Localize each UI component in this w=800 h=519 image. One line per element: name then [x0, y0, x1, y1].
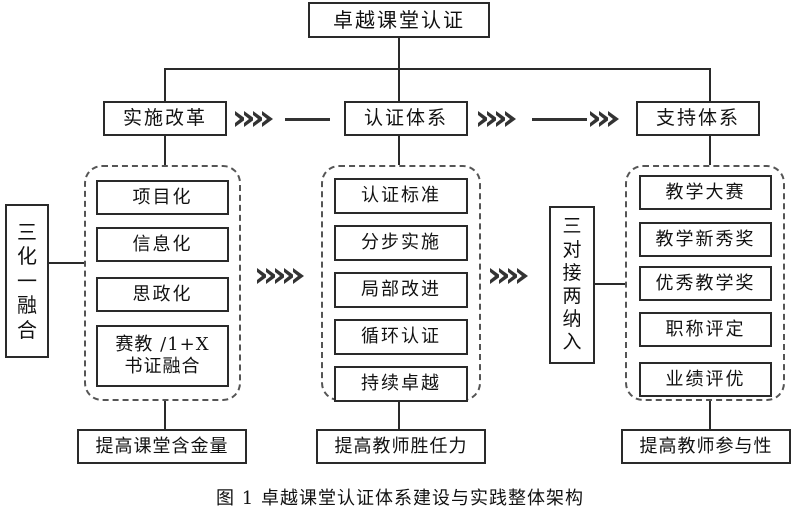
right-item: 职称评定: [639, 312, 772, 347]
connector-left-group-bottom: [164, 400, 166, 430]
right-item: 教学大赛: [639, 175, 772, 210]
pillar-left: 实施改革: [103, 101, 227, 136]
connector-right-pillar-group: [709, 135, 711, 165]
left-item: 项目化: [96, 180, 229, 215]
group-left: [84, 165, 241, 401]
left-item-line: 赛教 /1+X: [115, 334, 210, 356]
connector-right-drop: [709, 68, 711, 102]
side-middle-char: 入: [562, 331, 582, 354]
dash-line-pillars-2: [532, 118, 587, 121]
middle-item: 局部改进: [334, 272, 468, 308]
chevron-arrow-groups-2: [490, 268, 528, 284]
figure-caption: 图 1 卓越课堂认证体系建设与实践整体架构: [216, 488, 584, 509]
side-middle-char: 纳: [562, 308, 582, 331]
chevron-arrow-pillars-3: [590, 111, 619, 127]
side-left-char: 融: [17, 293, 37, 318]
connector-left-drop: [164, 68, 166, 102]
side-left-char: 化: [17, 244, 37, 269]
group-right: [625, 165, 785, 401]
side-middle-char: 两: [562, 285, 582, 307]
side-middle-char: 接: [562, 261, 582, 284]
middle-item: 持续卓越: [334, 366, 468, 402]
left-item: 思政化: [96, 277, 229, 312]
middle-item: 分步实施: [334, 225, 468, 261]
middle-item: 循环认证: [334, 319, 468, 355]
chevron-arrow-pillars-1: [235, 111, 273, 127]
side-left-char: 三: [17, 220, 37, 245]
chevron-arrow-groups-1: [257, 268, 304, 284]
left-item-multiline: 赛教 /1+X 书证融合: [96, 325, 229, 387]
top-node: 卓越课堂认证: [308, 2, 490, 38]
connector-right-group-bottom: [709, 400, 711, 430]
side-label-middle: 三 对 接 两 纳 入: [549, 206, 595, 364]
dash-line-pillars-1: [285, 118, 330, 121]
middle-item: 认证标准: [334, 178, 468, 214]
right-item: 优秀教学奖: [639, 266, 772, 301]
side-left-char: 一: [17, 268, 37, 293]
left-item-line: 书证融合: [124, 356, 201, 377]
side-label-left: 三 化 一 融 合: [5, 204, 49, 358]
connector-middle-drop: [398, 68, 400, 102]
right-item: 业绩评优: [639, 362, 772, 397]
connector-side-left: [49, 262, 84, 264]
bottom-middle: 提高教师胜任力: [316, 429, 486, 464]
right-item: 教学新秀奖: [639, 222, 772, 257]
bottom-right: 提高教师参与性: [621, 429, 791, 464]
connector-top-vertical: [398, 37, 400, 69]
bottom-left: 提高课堂含金量: [77, 429, 247, 464]
connector-side-middle: [595, 283, 625, 285]
connector-top-horizontal: [165, 68, 710, 70]
chevron-arrow-pillars-2: [478, 111, 516, 127]
pillar-right: 支持体系: [636, 101, 760, 136]
connector-left-pillar-group: [164, 135, 166, 165]
connector-middle-pillar-group: [398, 135, 400, 165]
pillar-middle: 认证体系: [344, 101, 468, 136]
connector-middle-group-bottom: [398, 400, 400, 430]
side-left-char: 合: [17, 317, 37, 342]
side-middle-char: 三: [562, 215, 582, 238]
left-item: 信息化: [96, 227, 229, 262]
side-middle-char: 对: [562, 238, 582, 261]
